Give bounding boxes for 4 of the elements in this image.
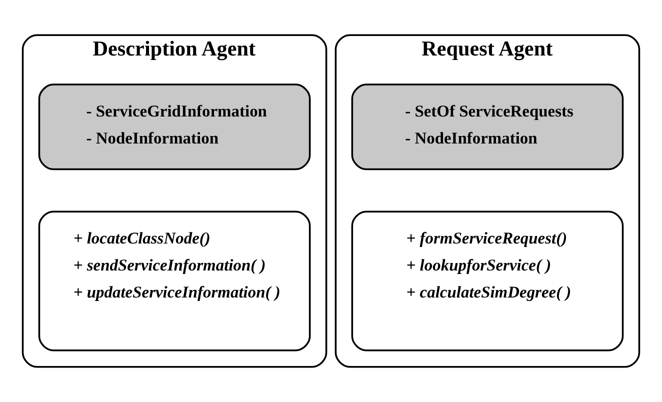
node-box: - ServiceGridInformation - NodeInformation xyxy=(38,84,311,170)
node-box: + locateClassNode() + sendServiceInformation( ) + updateServiceInformation( ) xyxy=(38,210,311,352)
node-box: - SetOf ServiceRequests - NodeInformation xyxy=(351,84,624,170)
node-box: + formServiceRequest() + lookupforService( ) + calculateSimDegree( ) xyxy=(351,210,624,352)
